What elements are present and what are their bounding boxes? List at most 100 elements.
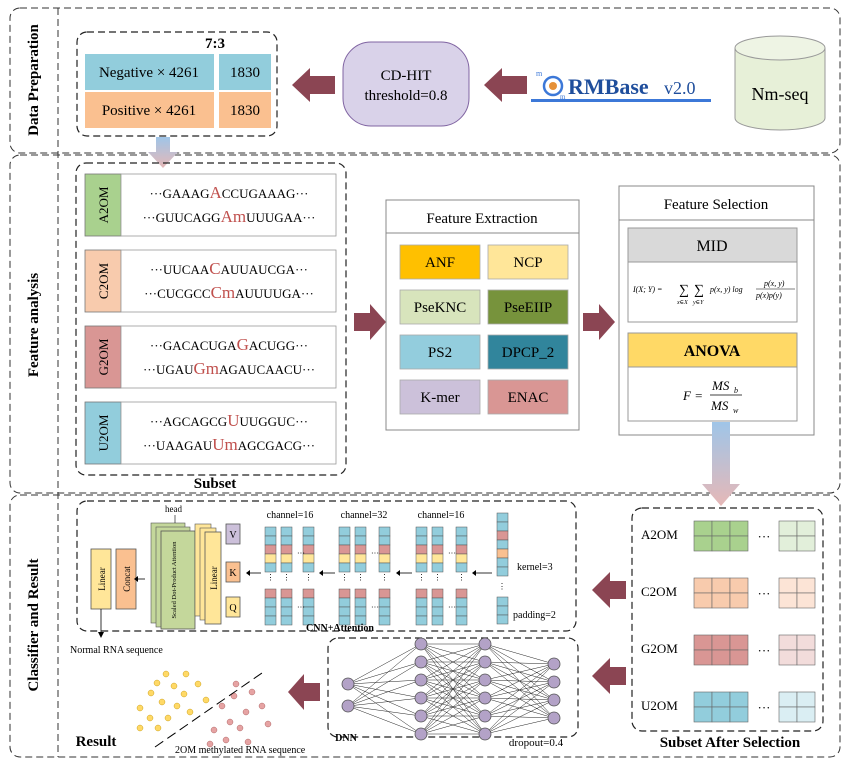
mid-sum-x: x∈X [676, 300, 688, 306]
feature-label: PS2 [428, 345, 452, 361]
arrow-split-to-subset [148, 137, 178, 168]
feature-selection-title: Feature Selection [664, 197, 769, 213]
dnn-neuron [547, 675, 561, 689]
cdhit-box: CD-HIT threshold=0.8 [342, 41, 470, 127]
normal-sample-dot [202, 696, 210, 704]
positive-label: Positive × 4261 [102, 103, 196, 119]
normal-sample-dot [147, 689, 155, 697]
svg-text:···: ··· [448, 603, 456, 612]
channel3-label: channel=16 [418, 510, 465, 521]
methylated-sample-dot [236, 724, 244, 732]
cdhit-threshold: threshold=0.8 [364, 88, 447, 104]
normal-sample-dot [186, 708, 194, 716]
mid-sum-y: y∈Y [692, 300, 704, 306]
negative-test-box [219, 54, 271, 90]
after-selection-caption: Subset After Selection [660, 735, 801, 751]
anova-formula-box [627, 366, 798, 422]
cnn-channel-group-2: ⋮⋮⋮······ [338, 526, 391, 626]
selected-row-ellipsis: ··· [758, 529, 771, 544]
arrow-cdhit-to-split [292, 68, 335, 102]
svg-text:···: ··· [371, 549, 379, 558]
selected-row-c2om: C2OM ··· [641, 577, 816, 609]
subset-row-g2om: G2OM···GACACUGAGACUGG······UGAUGmAGAUCAA… [84, 325, 337, 389]
svg-text:⋮: ⋮ [458, 573, 466, 582]
subset-row-a2om: A2OM···GAAAGACCUGAAAG······GUUCAGGAmUUUG… [84, 173, 337, 237]
feature-label: PseEIIP [504, 300, 552, 316]
dnn-neuron [341, 699, 355, 713]
split-ratio: 7:3 [205, 36, 225, 52]
head-label: head [165, 504, 182, 514]
section-frames [9, 7, 841, 758]
svg-text:p(x, y): p(x, y) [763, 279, 785, 288]
subset-sequence: ···GAAAGACCUGAAAG··· [150, 183, 309, 202]
dnn-neuron [547, 711, 561, 725]
svg-text:∑: ∑ [694, 283, 704, 298]
selected-row-label: C2OM [641, 584, 678, 599]
feature-dpcp2-box [487, 334, 569, 370]
decision-boundary [154, 672, 263, 748]
cnn-caption: CNN+Attention [306, 623, 374, 634]
subset-caption: Subset [194, 476, 237, 492]
svg-text:⋮: ⋮ [267, 573, 275, 582]
svg-text:m: m [536, 69, 543, 78]
selected-row-ellipsis: ··· [758, 643, 771, 658]
normal-sample-dot [136, 704, 144, 712]
normal-sample-dot [158, 698, 166, 706]
subset-label: G2OM [96, 338, 111, 375]
cnn-input-column: ⋮ [496, 512, 509, 625]
dnn-neuron [414, 709, 428, 723]
v-label: V [229, 530, 237, 541]
feature-kmer-box [399, 379, 481, 415]
methylated-sample-dot [230, 692, 238, 700]
svg-text:⋮: ⋮ [434, 573, 442, 582]
dnn-neuron [414, 673, 428, 687]
methylated-sample-dot [258, 702, 266, 710]
dnn-neuron [414, 655, 428, 669]
dnn-neuron [414, 637, 428, 651]
negative-test-label: 1830 [230, 65, 260, 81]
svg-text:m: m [560, 93, 566, 101]
dnn-neuron [478, 709, 492, 723]
linear-qkv-label: Linear [209, 566, 219, 589]
feature-label: K-mer [420, 390, 459, 406]
methylated-label: 2OM methylated RNA sequence [175, 745, 306, 756]
subset-label: C2OM [96, 263, 111, 300]
feature-label: ANF [425, 255, 455, 271]
selected-row-label: A2OM [641, 527, 678, 542]
feature-pseeiip-box [487, 289, 569, 325]
svg-text:∑: ∑ [679, 283, 689, 298]
methylated-sample-dot [242, 708, 250, 716]
subset-sequence: ···UUCAACAUUAUCGA··· [150, 259, 308, 278]
svg-text:⋮: ⋮ [498, 582, 506, 591]
feature-ps2-box [399, 334, 481, 370]
svg-text:w: w [733, 406, 739, 415]
methylated-sample-dot [226, 718, 234, 726]
nmseq-label: Nm-seq [752, 84, 809, 104]
result-panel: Normal RNA sequence 2OM methylated RNA s… [70, 645, 306, 756]
feature-pseknc-box [399, 289, 481, 325]
arrow-after-to-cnn [592, 572, 626, 608]
normal-sample-dot [164, 714, 172, 722]
mid-box [627, 227, 798, 263]
cnn-channel-group-3: ⋮⋮⋮······ [415, 526, 468, 626]
subset-sequence: ···GACACUGAGACUGG··· [150, 335, 308, 354]
normal-sample-dot [136, 724, 144, 732]
feature-enac-box [487, 379, 569, 415]
mid-formula: I(X; Y) = ∑ ∑ x∈X y∈Y p(x, y) log p(x, y… [632, 279, 795, 306]
dnn-caption: DNN [335, 733, 357, 744]
mid-formula-box [627, 261, 798, 323]
svg-text:MS: MS [710, 398, 729, 413]
selected-row-ellipsis: ··· [758, 586, 771, 601]
arrow-subset-to-extraction [354, 304, 386, 340]
dnn-neuron [414, 727, 428, 741]
concat-label: Concat [122, 566, 132, 592]
cnn-attention-panel: Linear Concat Scaled Dot-Product Attenti… [76, 500, 577, 638]
svg-text:⋮: ⋮ [381, 573, 389, 582]
subset-sequence: ···UAAGAUUmAGCGACG··· [143, 435, 315, 454]
selected-row-a2om: A2OM ··· [641, 520, 816, 552]
methylated-sample-dot [222, 736, 230, 744]
svg-text:⋮: ⋮ [283, 573, 291, 582]
subset-row-u2om: U2OM···AGCAGCGUUUGGUC······UAAGAUUmAGCGA… [84, 401, 337, 465]
methylated-sample-dot [248, 688, 256, 696]
selected-row-label: G2OM [641, 641, 678, 656]
